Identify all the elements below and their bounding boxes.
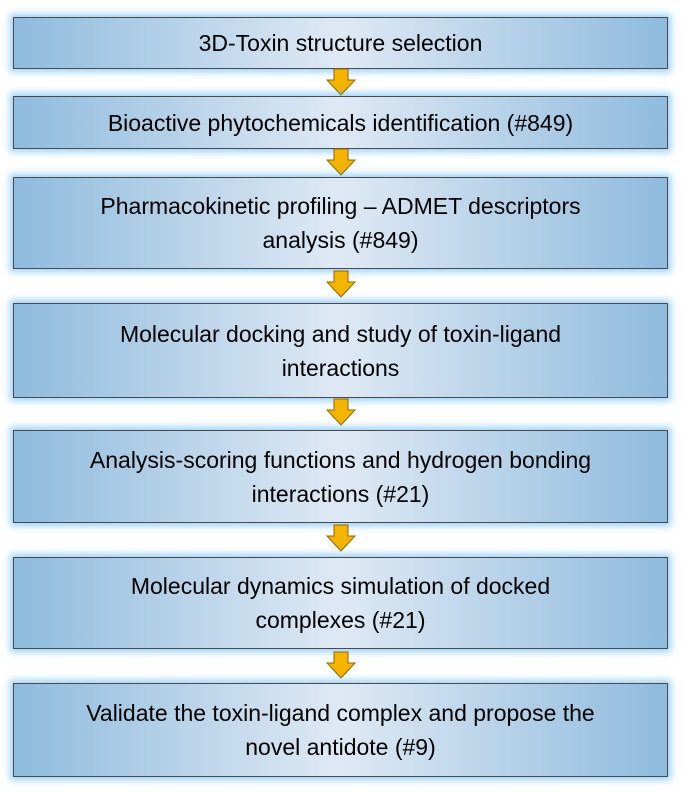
step-line: Validate the toxin-ligand complex and pr… bbox=[86, 700, 595, 726]
down-arrow-icon bbox=[326, 398, 356, 426]
step-line: analysis (#849) bbox=[262, 227, 419, 253]
step-toxin-structure-selection: 3D-Toxin structure selection bbox=[13, 17, 668, 69]
step-line: Bioactive phytochemicals identification … bbox=[107, 109, 574, 136]
step-scoring-functions-analysis: Analysis-scoring functions and hydrogen … bbox=[13, 430, 668, 523]
step-line: complexes (#21) bbox=[255, 607, 426, 633]
step-text: Pharmacokinetic profiling – ADMET descri… bbox=[100, 189, 580, 257]
step-line: Molecular docking and study of toxin-lig… bbox=[119, 320, 562, 347]
down-arrow-icon bbox=[326, 68, 356, 96]
step-line: novel antidote (#9) bbox=[245, 734, 436, 760]
step-text: Molecular dynamics simulation of docked … bbox=[131, 569, 550, 637]
step-line: interactions (#21) bbox=[251, 480, 430, 507]
step-line: Analysis-scoring functions and hydrogen … bbox=[89, 446, 592, 473]
step-line: Molecular dynamics simulation of docked bbox=[130, 573, 551, 599]
step-molecular-dynamics-simulation: Molecular dynamics simulation of docked … bbox=[13, 557, 668, 649]
down-arrow-icon bbox=[326, 270, 356, 298]
down-arrow-icon bbox=[326, 148, 356, 176]
step-text: Validate the toxin-ligand complex and pr… bbox=[86, 696, 594, 764]
down-arrow-icon bbox=[326, 651, 356, 679]
step-line: 3D-Toxin structure selection bbox=[198, 30, 483, 56]
step-text: Analysis-scoring functions and hydrogen … bbox=[90, 443, 591, 511]
step-line: interactions bbox=[281, 354, 400, 381]
step-text: 3D-Toxin structure selection bbox=[199, 26, 483, 60]
step-molecular-docking: Molecular docking and study of toxin-lig… bbox=[13, 303, 668, 398]
step-validate-antidote: Validate the toxin-ligand complex and pr… bbox=[13, 683, 668, 777]
step-text: Molecular docking and study of toxin-lig… bbox=[120, 317, 561, 385]
step-pharmacokinetic-profiling: Pharmacokinetic profiling – ADMET descri… bbox=[13, 177, 668, 269]
step-phytochemicals-identification: Bioactive phytochemicals identification … bbox=[13, 96, 668, 149]
down-arrow-icon bbox=[326, 524, 356, 552]
step-line: Pharmacokinetic profiling – ADMET descri… bbox=[100, 193, 581, 219]
step-text: Bioactive phytochemicals identification … bbox=[108, 106, 573, 140]
